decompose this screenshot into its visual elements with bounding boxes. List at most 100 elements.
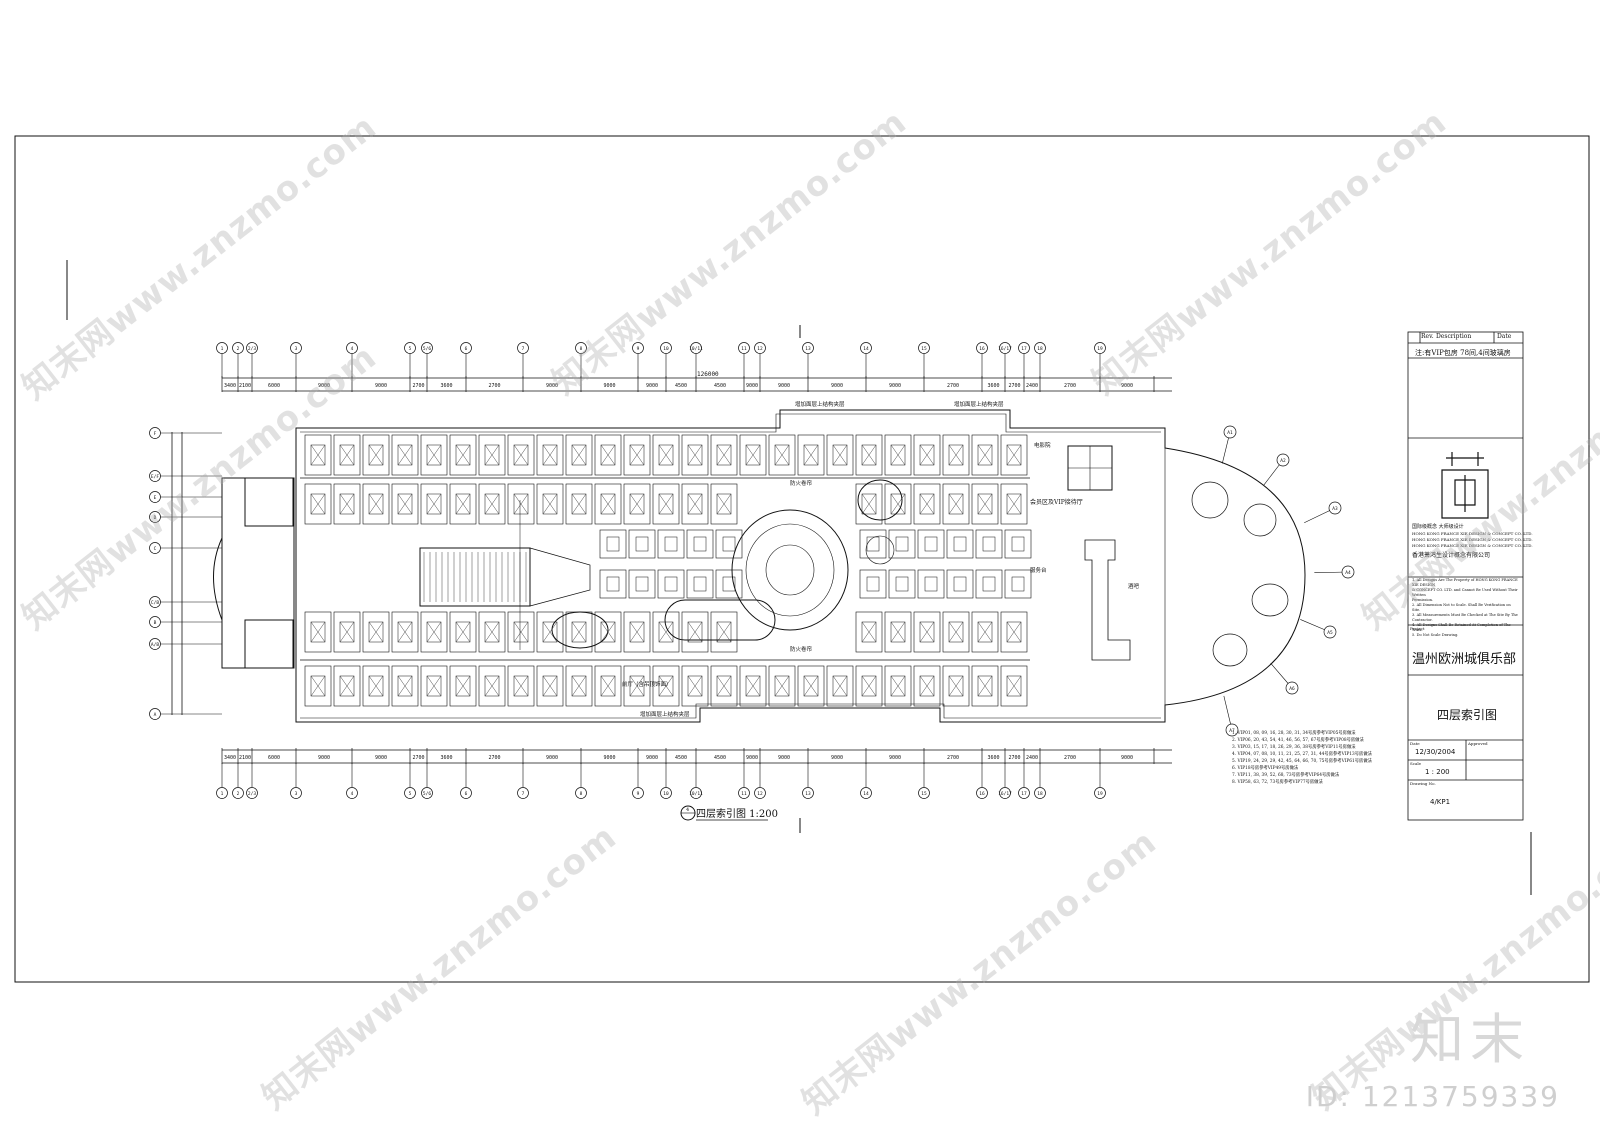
vip-room: [739, 434, 767, 476]
image-id: ID: 1213759339: [1305, 1080, 1560, 1113]
grid-label: 14: [863, 791, 869, 797]
desc-header: Description: [1436, 333, 1472, 340]
dimension-value: 2700: [947, 383, 959, 389]
grid-bubble: [1094, 342, 1106, 354]
grid-label: 5/6: [423, 791, 431, 797]
vip-room: [623, 611, 651, 653]
disclaimers: 1. All Designs Are The Property of HONG …: [1412, 578, 1520, 638]
grid-bubble: [517, 342, 529, 354]
vip-room: [333, 611, 361, 653]
grid-bubble: [860, 342, 872, 354]
grid-label: 17: [1021, 791, 1027, 797]
dimension-value: 4500: [714, 755, 726, 761]
vip-room: [449, 665, 477, 707]
dimension-value: 2700: [1008, 755, 1020, 761]
row-bubble: [149, 491, 161, 503]
dimension-value: 3600: [987, 383, 999, 389]
vip-room: [913, 483, 941, 525]
vip-room: [946, 529, 974, 559]
dimension-value: 2700: [412, 755, 424, 761]
grid-label: 12: [757, 791, 763, 797]
dimension-value: 9000: [889, 383, 901, 389]
vip-room: [715, 529, 743, 559]
row-label: E/F: [151, 474, 159, 480]
disclaimer-line: & CONCEPT CO. LTD. and Cannot Be Used Wi…: [1412, 588, 1518, 597]
vip-room: [681, 611, 709, 653]
grid-label: 10/11: [689, 791, 703, 797]
elevation-tag: [1225, 723, 1239, 737]
dimension-value: 9000: [646, 755, 658, 761]
vip-room: [971, 483, 999, 525]
grid-label: 17: [1021, 346, 1027, 352]
vip-room: [975, 529, 1003, 559]
vip-room: [913, 611, 941, 653]
row-label: C/B: [151, 600, 159, 606]
row-label: A: [154, 712, 157, 718]
dimension-value: 4500: [675, 755, 687, 761]
vip-room: [797, 434, 825, 476]
dimension-value: 4500: [714, 383, 726, 389]
project-label: Project: [1410, 626, 1425, 631]
grid-label: 16: [979, 346, 985, 352]
vip-room: [826, 434, 854, 476]
vip-room: [739, 665, 767, 707]
vip-room: [1000, 434, 1028, 476]
scale-value: 1 : 200: [1425, 768, 1450, 776]
vip-room: [652, 665, 680, 707]
dimension-value: 2100: [239, 383, 251, 389]
company-en-1: HONG KONG FRANCE XIE DESIGN & CONCEPT CO…: [1412, 531, 1533, 536]
grid-bubble: [216, 787, 228, 799]
grid-bubble: [660, 787, 672, 799]
dimension-value: 2700: [488, 383, 500, 389]
vip-room: [1000, 611, 1028, 653]
company-en-3: HONG KONG FRANCE XIE DESIGN & CONCEPT CO…: [1412, 543, 1533, 548]
vip-room: [1004, 529, 1032, 559]
grid-bubble: [632, 342, 644, 354]
vip-room: [1004, 569, 1032, 599]
grid-label: 13: [805, 791, 811, 797]
vip-room: [710, 611, 738, 653]
grid-label: 7: [522, 791, 525, 797]
elevation-tag: [1276, 453, 1290, 467]
vip-room: [304, 665, 332, 707]
vip-room: [391, 611, 419, 653]
dimension-value: 9000: [778, 755, 790, 761]
grid-label: 2: [237, 346, 240, 352]
disclaimer-line: Permission.: [1412, 598, 1434, 602]
elevation-tag: [1323, 625, 1337, 639]
grid-bubble: [460, 787, 472, 799]
brand-logo: 知末: [1410, 1008, 1530, 1071]
grid-bubble: [999, 342, 1011, 354]
room-label-bar: 酒吧: [1128, 582, 1140, 590]
grid-bubble: [517, 787, 529, 799]
vip-room: [449, 434, 477, 476]
vip-room: [391, 434, 419, 476]
row-bubble: [149, 470, 161, 482]
vip-room: [715, 569, 743, 599]
date-header: Date: [1497, 333, 1512, 340]
grid-bubble: [421, 342, 433, 354]
vip-room: [594, 434, 622, 476]
vip-room: [942, 483, 970, 525]
grid-bubble: [1034, 342, 1046, 354]
grid-bubble: [460, 342, 472, 354]
vip-room: [913, 665, 941, 707]
grid-bubble: [1034, 787, 1046, 799]
approved-label: Approved: [1468, 741, 1488, 746]
vip-room: [652, 483, 680, 525]
grid-label: 15: [921, 791, 927, 797]
rotunda: [731, 509, 849, 631]
dimension-value: 3600: [440, 383, 452, 389]
elevation-tag-label: A3: [1332, 506, 1338, 512]
elevation-tag-label: A6: [1289, 686, 1295, 692]
vip-room: [971, 434, 999, 476]
vip-room: [333, 665, 361, 707]
dimension-value: 3400: [224, 383, 236, 389]
vip-room: [657, 569, 685, 599]
dimension-value: 2700: [412, 383, 424, 389]
drawing-title: 4 四层索引图 1:200: [680, 805, 778, 821]
